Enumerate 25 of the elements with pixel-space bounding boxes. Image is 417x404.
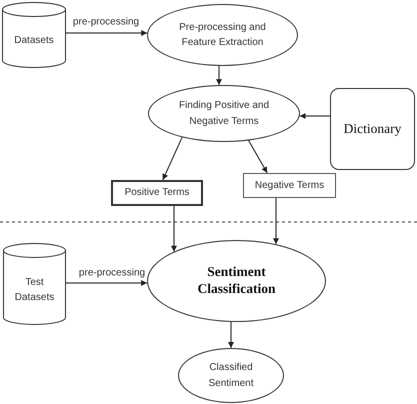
node-text: Negative Terms (254, 178, 324, 193)
node-text: Dictionary (344, 121, 402, 137)
database-cylinder (3, 243, 66, 325)
dictionary-box (330, 88, 415, 170)
node-text: Sentiment Classification (196, 264, 276, 298)
node-text: Pre-processing and Feature Extraction (178, 20, 267, 50)
arrow (216, 66, 222, 86)
edge-label: pre-processing (78, 268, 146, 278)
node-text: Classified Sentiment (207, 361, 255, 390)
term-box (243, 173, 336, 198)
node-text: Finding Positive and Negative Terms (178, 99, 270, 128)
arrow (66, 30, 148, 36)
arrow (228, 321, 234, 348)
arrow (66, 280, 148, 286)
arrow (171, 206, 177, 252)
arrow (162, 136, 183, 180)
node-text: Positive Terms (124, 186, 190, 200)
arrow (248, 140, 268, 174)
arrow (299, 113, 330, 119)
arrow (273, 198, 279, 245)
node-text: Test Datasets (14, 276, 56, 305)
edge-label: pre-processing (72, 16, 140, 28)
database-cylinder (2, 2, 66, 68)
node-text: Datasets (14, 34, 54, 48)
term-box (111, 180, 203, 206)
